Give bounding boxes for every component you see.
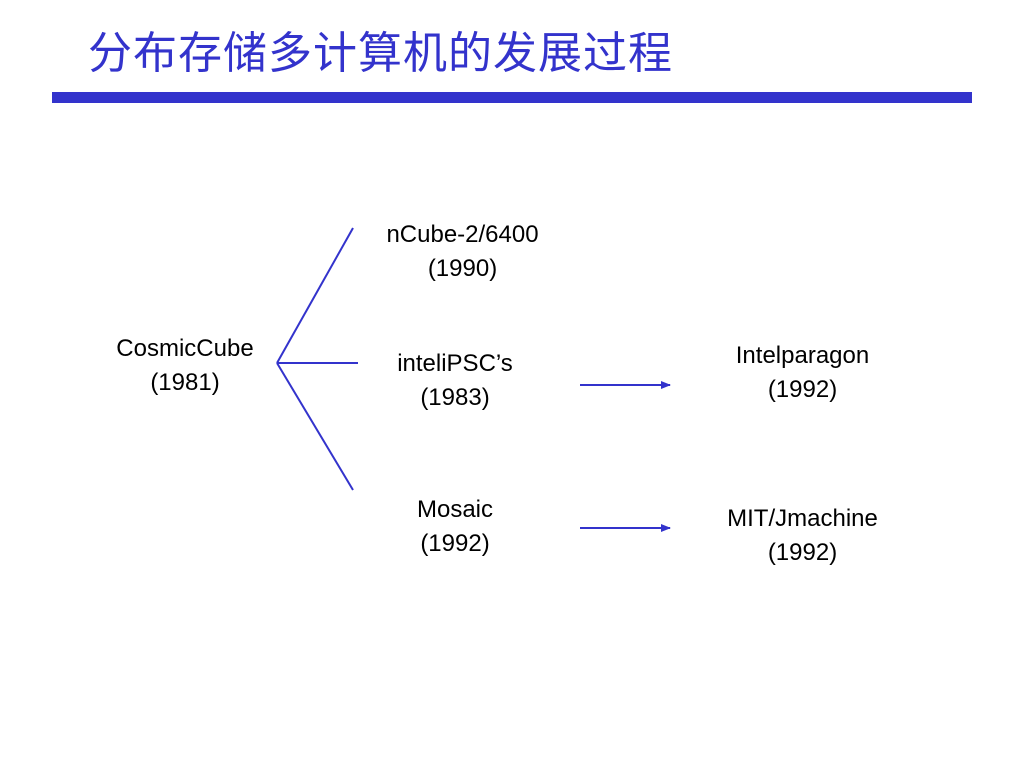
node-mitjmachine: MIT/Jmachine (1992) — [695, 502, 910, 570]
node-intelipsc-year: (1983) — [420, 384, 490, 411]
node-mosaic-name: Mosaic — [416, 496, 494, 523]
node-cosmiccube: CosmicCube (1981) — [100, 332, 270, 400]
node-cosmiccube-year: (1981) — [150, 369, 220, 396]
branch-line-to-mosaic — [276, 362, 354, 491]
node-intelipsc: inteliPSC’s (1983) — [370, 347, 540, 415]
node-ncube-name: nCube-2/6400 — [386, 221, 539, 248]
node-mitjmachine-year: (1992) — [767, 539, 838, 566]
node-cosmiccube-name: CosmicCube — [116, 335, 254, 362]
node-intelparagon-year: (1992) — [767, 376, 838, 403]
node-mosaic: Mosaic (1992) — [380, 493, 530, 561]
node-ncube: nCube-2/6400 (1990) — [365, 218, 560, 286]
node-intelipsc-name: inteliPSC’s — [397, 350, 513, 377]
node-mosaic-year: (1992) — [420, 530, 490, 557]
slide-title: 分布存储多计算机的发展过程 — [88, 28, 673, 79]
node-intelparagon: Intelparagon (1992) — [705, 339, 900, 407]
branch-line-to-ncube — [276, 227, 354, 364]
title-underline-bar — [52, 92, 972, 103]
node-intelparagon-name: Intelparagon — [735, 342, 870, 369]
node-ncube-year: (1990) — [427, 255, 498, 282]
node-mitjmachine-name: MIT/Jmachine — [727, 505, 878, 532]
